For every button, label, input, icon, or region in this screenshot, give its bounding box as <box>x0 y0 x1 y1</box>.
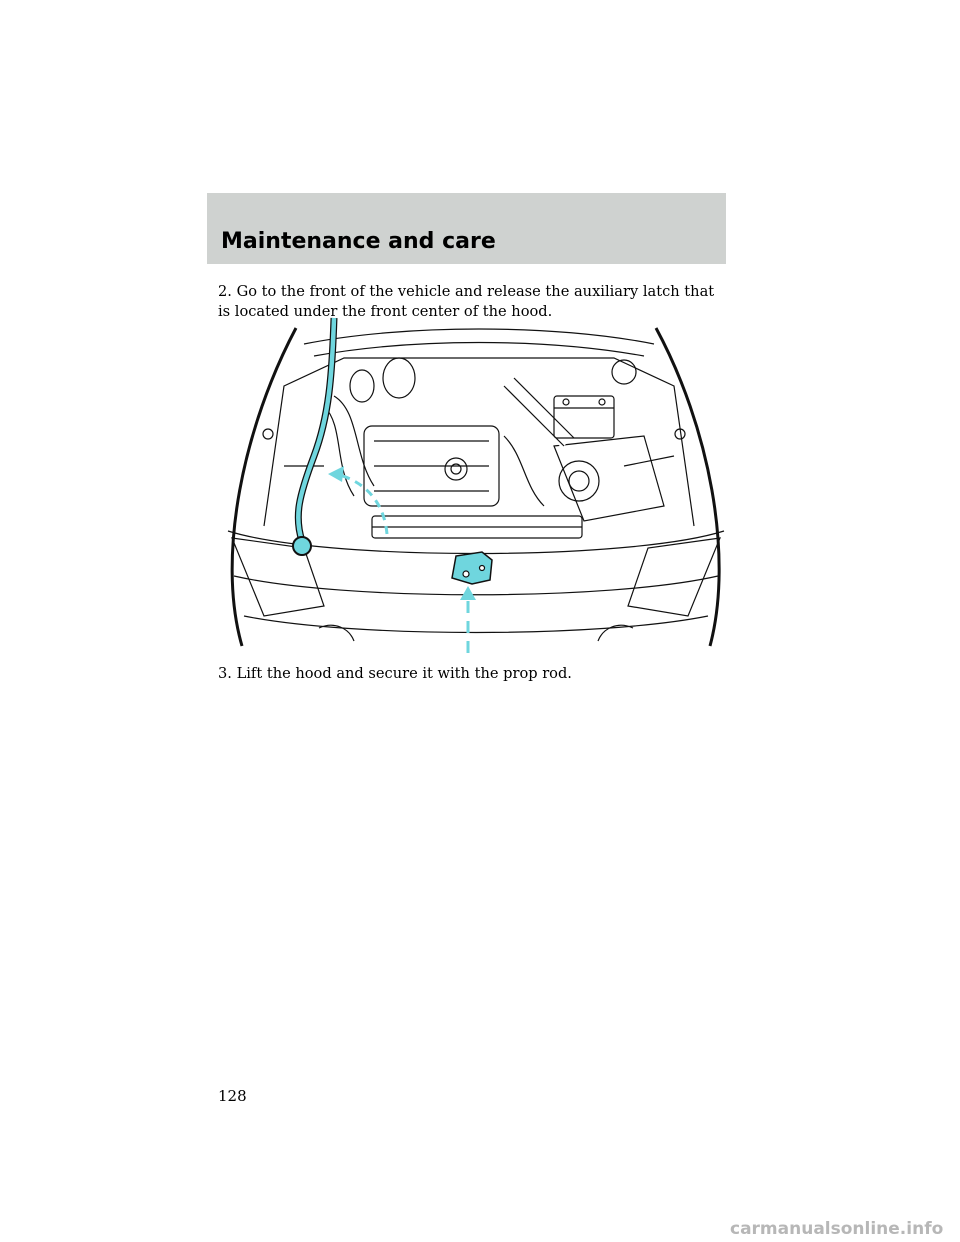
air-filter-box <box>553 435 665 522</box>
right-headlamp <box>627 537 721 617</box>
hood-right-edge <box>654 327 721 647</box>
watermark: carmanualsonline.info <box>730 1219 944 1239</box>
step-3-text: 3. Lift the hood and secure it with the … <box>218 665 572 682</box>
left-headlamp <box>231 537 325 617</box>
prop-rod-arrow <box>335 472 389 535</box>
engine-compartment-illustration <box>224 316 728 653</box>
coolant-reservoir <box>382 357 416 399</box>
hood-left-edge <box>230 327 298 647</box>
auxiliary-latch <box>451 551 493 585</box>
section-title: Maintenance and care <box>221 229 496 254</box>
page-number: 128 <box>218 1087 247 1105</box>
prop-rod <box>294 317 338 543</box>
oil-filler-cap <box>444 457 468 481</box>
step-2-text: 2. Go to the front of the vehicle and re… <box>218 283 715 320</box>
cowl <box>303 328 655 345</box>
battery <box>553 395 615 439</box>
section-header: Maintenance and care <box>207 193 726 264</box>
